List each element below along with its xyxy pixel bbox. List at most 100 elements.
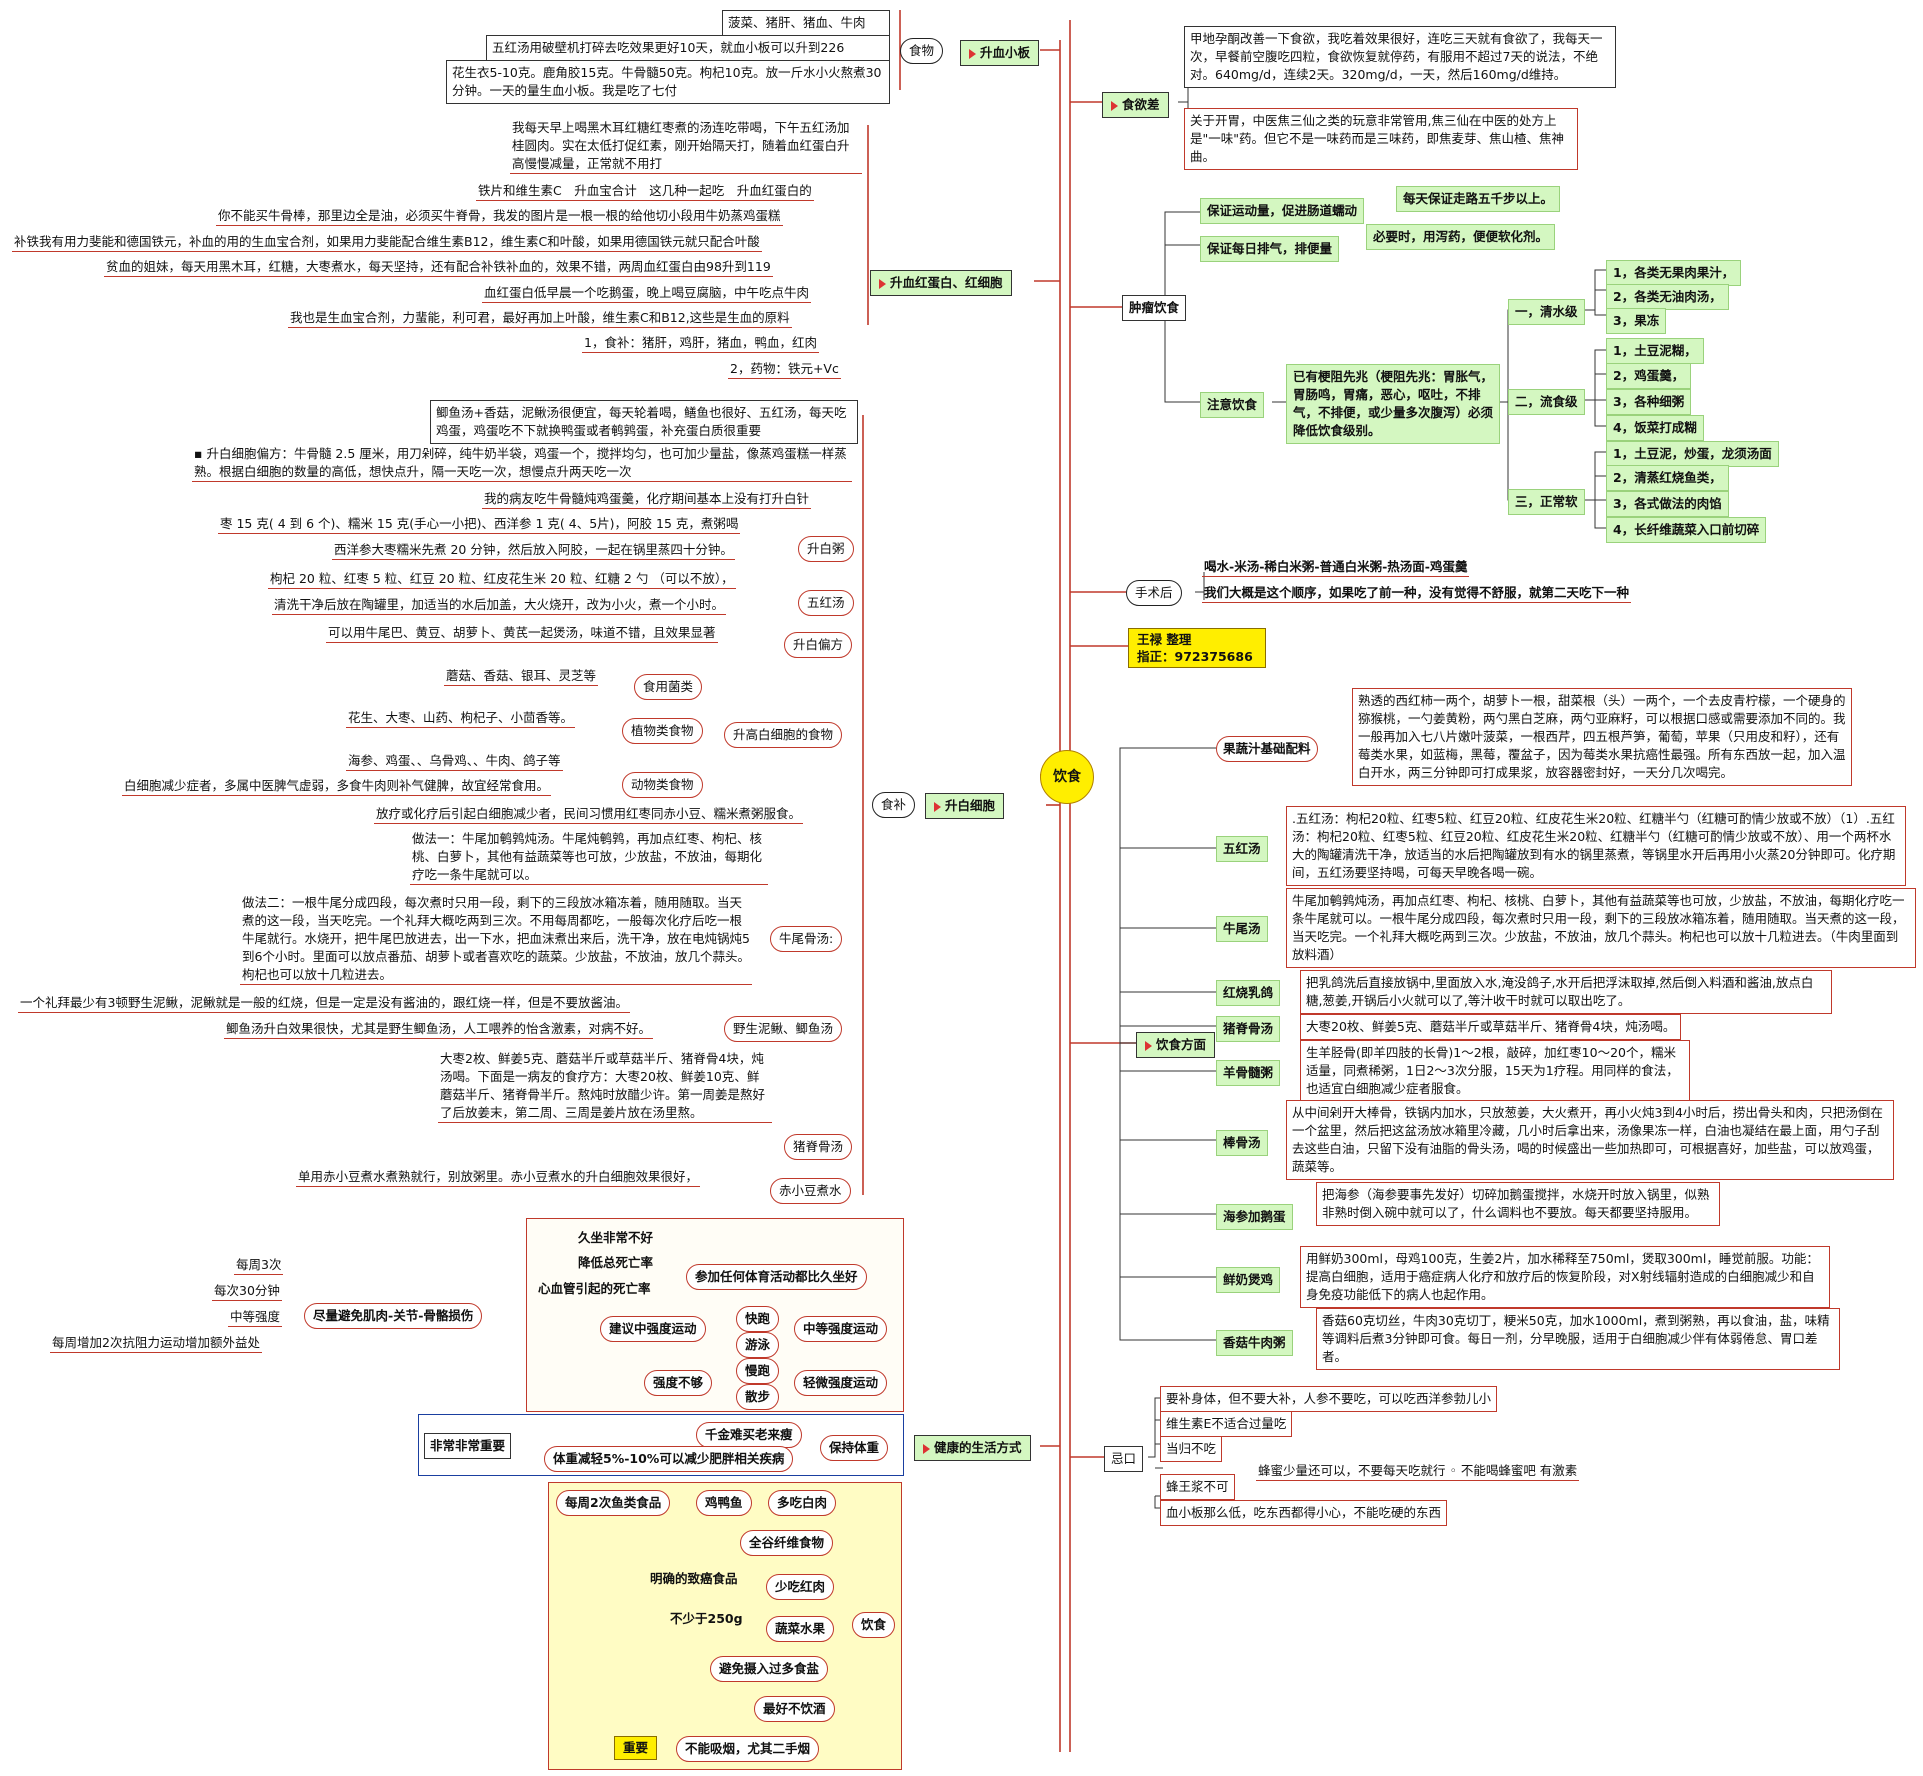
tumor-level-1[interactable]: 一，清水级 — [1508, 299, 1585, 325]
recipe-label[interactable]: 红烧乳鸽 — [1216, 980, 1281, 1006]
appetite-item: 甲地孕酮改善一下食欲，我吃着效果很好，连吃三天就有食欲了，我每天一次，早餐前空腹… — [1184, 26, 1616, 88]
whitecell-patient: 我的病友吃牛骨髓炖鸡蛋羹，化疗期间基本上没有打升白针 — [482, 490, 812, 509]
redcell-item: 我每天早上喝黑木耳红糖红枣煮的汤连吃带喝，下午五红汤加桂圆肉。实在太低打促红素，… — [510, 119, 862, 174]
topic-tumor[interactable]: 肿瘤饮食 — [1122, 295, 1187, 321]
center-topic[interactable]: 饮食 — [1040, 750, 1094, 804]
topic-surgery-label: 手术后 — [1135, 585, 1173, 600]
recipe-label[interactable]: 牛尾汤 — [1216, 916, 1268, 942]
whitecell-spine-text: 大枣2枚、鲜姜5克、蘑菇半斤或草菇半斤、猪脊骨4块，炖汤喝。下面是一病友的食疗方… — [438, 1050, 772, 1123]
topic-platelet[interactable]: 升血小板 — [960, 40, 1040, 66]
exercise-any[interactable]: 参加任何体育活动都比久坐好 — [686, 1264, 867, 1290]
topic-red-cell[interactable]: 升血红蛋白、红细胞 — [870, 270, 1012, 296]
topic-red-cell-label: 升血红蛋白、红细胞 — [890, 275, 1003, 290]
whitecell-fungi-text: 蘑菇、香菇、银耳、灵芝等 — [444, 667, 599, 686]
exercise-light-reco-label: 强度不够 — [653, 1375, 704, 1390]
redcell-item: 2，药物：铁元+Vc — [728, 360, 841, 379]
tumor-level-item: 3，各式做法的肉馅 — [1606, 491, 1729, 517]
exercise-moderate-reco[interactable]: 建议中强度运动 — [600, 1316, 706, 1342]
topic-lifestyle[interactable]: 健康的生活方式 — [914, 1435, 1031, 1461]
topic-appetite-label: 食欲差 — [1122, 97, 1160, 112]
tumor-level-item: 2，清蒸红烧鱼类， — [1606, 465, 1729, 491]
exercise-root[interactable]: 尽量避免肌肉-关节-骨骼损伤 — [304, 1303, 483, 1329]
whitecell-animal[interactable]: 动物类食物 — [622, 772, 703, 798]
lifestyle-diet-label[interactable]: 饮食 — [852, 1612, 896, 1638]
topic-platelet-label: 升血小板 — [980, 45, 1031, 60]
recipe-label[interactable]: 果蔬汁基础配料 — [1216, 736, 1318, 762]
topic-white-cell[interactable]: 升白细胞 — [925, 793, 1005, 819]
platelet-food-node[interactable]: 食物 — [900, 38, 944, 64]
center-label: 饮食 — [1053, 769, 1081, 785]
contact-badge: 王禄 整理指正：972375686 — [1128, 628, 1266, 668]
whitecell-foods[interactable]: 升高白细胞的食物 — [724, 722, 843, 748]
whitecell-fungi[interactable]: 食用菌类 — [634, 674, 703, 700]
platelet-food-label: 食物 — [909, 43, 935, 58]
whitecell-plant[interactable]: 植物类食物 — [622, 718, 703, 744]
tumor-level-item: 1，土豆泥，炒蛋，龙须汤面 — [1606, 441, 1779, 467]
recipe-label[interactable]: 猪脊骨汤 — [1216, 1016, 1281, 1042]
tumor-rule-label: 保证运动量，促进肠道蠕动 — [1200, 198, 1365, 224]
whitecell-congee-item: 西洋参大枣糯米先煮 20 分钟，然后放入阿胶，一起在锅里蒸四十分钟。 — [332, 541, 735, 560]
recipe-label[interactable]: 棒骨汤 — [1216, 1130, 1268, 1156]
exercise-left: 中等强度 — [228, 1308, 283, 1327]
exercise-benefit: 心血管引起的死亡率 — [538, 1281, 651, 1296]
whitecell-spine[interactable]: 猪脊骨汤 — [784, 1134, 853, 1160]
exercise-light-reco[interactable]: 强度不够 — [644, 1370, 713, 1396]
avoid-item: 维生素E不适合过量吃 — [1160, 1411, 1293, 1437]
exercise-swim: 游泳 — [745, 1337, 771, 1352]
exercise-light-item[interactable]: 散步 — [736, 1384, 780, 1410]
recipe-text: 把海参（海参要事先发好）切碎加鹅蛋搅拌，水烧开时放入锅里，似熟非熟时倒入碗中就可… — [1316, 1182, 1720, 1226]
tumor-level-2[interactable]: 二，流食级 — [1508, 389, 1585, 415]
recipe-text: 熟透的西红柿一两个，胡萝卜一根，甜菜根（头）一两个，一个去皮青柠檬，一个硬身的猕… — [1352, 688, 1852, 786]
topic-lifestyle-label: 健康的生活方式 — [934, 1440, 1022, 1455]
exercise-moderate-item[interactable]: 游泳 — [736, 1332, 780, 1358]
diet-item: 全谷纤维食物 — [740, 1530, 834, 1556]
tumor-level-3[interactable]: 三，正常软 — [1508, 489, 1585, 515]
recipe-text: 把乳鸽洗后直接放锅中,里面放入水,淹没鸽子,水开后把浮沫取掉,然后倒入料酒和酱油… — [1300, 970, 1832, 1014]
whitecell-loach[interactable]: 野生泥鳅、鲫鱼汤 — [724, 1016, 843, 1042]
exercise-moderate-item[interactable]: 快跑 — [736, 1306, 780, 1332]
redcell-item: 铁片和维生素C 升血宝合计 这几种一起吃 升血红蛋白的 — [476, 182, 814, 201]
whitecell-congee[interactable]: 升白粥 — [798, 536, 854, 562]
tumor-notice[interactable]: 注意饮食 — [1200, 392, 1265, 418]
exercise-moderate-label[interactable]: 中等强度运动 — [794, 1316, 888, 1342]
topic-avoid[interactable]: 忌口 — [1104, 1446, 1144, 1472]
whitecell-pianfang-label: 升白偏方 — [793, 637, 844, 652]
topic-appetite[interactable]: 食欲差 — [1102, 92, 1169, 118]
whitecell-folk: 放疗或化疗后引起白细胞减少者，民间习惯用红枣同赤小豆、糯米煮粥服食。 — [374, 805, 804, 824]
recipe-text: 香菇60克切丝，牛肉30克切丁，粳米50克，加水1000ml，煮到粥熟，再以食油… — [1316, 1308, 1840, 1370]
tumor-level-item: 4，饭菜打成糊 — [1606, 415, 1704, 441]
whitecell-oxtail[interactable]: 牛尾骨汤: — [770, 926, 843, 952]
redcell-item: 血红蛋白低早晨一个吃鹅蛋，晚上喝豆腐脑，中午吃点牛肉 — [482, 284, 812, 303]
exercise-moderate-reco-label: 建议中强度运动 — [609, 1321, 697, 1336]
whitecell-spine-label: 猪脊骨汤 — [793, 1139, 844, 1154]
exercise-walk: 散步 — [745, 1389, 771, 1404]
whitecell-adzuki-text: 单用赤小豆煮水煮熟就行，别放粥里。赤小豆煮水的升白细胞效果很好， — [296, 1168, 701, 1187]
recipe-text: 从中间剁开大棒骨，铁锅内加水，只放葱姜，大火煮开，再小火炖3到4小时后，捞出骨头… — [1286, 1100, 1894, 1180]
whitecell-wuhong-item: 枸杞 20 粒、红枣 5 粒、红豆 20 粒、红皮花生米 20 粒、红糖 2 勺… — [268, 570, 736, 589]
whitecell-oxtail-method1: 做法一：牛尾加鹌鹑炖汤。牛尾炖鹌鹑，再加点红枣、枸杞、核桃、白萝卜，其他有益蔬菜… — [410, 830, 768, 885]
whitecell-adzuki[interactable]: 赤小豆煮水 — [770, 1178, 851, 1204]
recipe-label[interactable]: 五红汤 — [1216, 836, 1268, 862]
whitecell-food-node[interactable]: 食补 — [872, 792, 916, 818]
avoid-item: 当归不吃 — [1160, 1436, 1223, 1462]
exercise-light-item[interactable]: 慢跑 — [736, 1358, 780, 1384]
tumor-level-item: 2，鸡蛋羹， — [1606, 363, 1692, 389]
exercise-light-label[interactable]: 轻微强度运动 — [794, 1370, 888, 1396]
diet-item: 避免摄入过多食盐 — [710, 1656, 829, 1682]
topic-surgery[interactable]: 手术后 — [1126, 580, 1182, 606]
whitecell-animal-item: 海参、鸡蛋、、乌骨鸡、、牛肉、鸽子等 — [346, 752, 563, 771]
whitecell-wuhong[interactable]: 五红汤 — [798, 590, 854, 616]
appetite-item: 关于开胃，中医焦三仙之类的玩意非常管用,焦三仙在中医的处方上是"一味"药。但它不… — [1184, 108, 1578, 170]
recipe-label[interactable]: 海参加鹅蛋 — [1216, 1204, 1293, 1230]
tumor-level-item: 1，土豆泥糊， — [1606, 338, 1704, 364]
recipe-label[interactable]: 香菇牛肉粥 — [1216, 1330, 1293, 1356]
diet-item: 不能吸烟，尤其二手烟 — [676, 1736, 820, 1762]
recipe-label[interactable]: 羊骨髓粥 — [1216, 1060, 1281, 1086]
whitecell-pianfang[interactable]: 升白偏方 — [784, 632, 853, 658]
topic-avoid-label: 忌口 — [1111, 1451, 1137, 1466]
whitecell-congee-item: 枣 15 克( 4 到 6 个)、糯米 15 克(手心一小把)、西洋参 1 克(… — [218, 515, 741, 534]
recipe-label[interactable]: 鲜奶煲鸡 — [1216, 1267, 1281, 1293]
weight-label[interactable]: 保持体重 — [820, 1435, 889, 1461]
tumor-level-item: 4，长纤维蔬菜入口前切碎 — [1606, 517, 1767, 543]
topic-recipes[interactable]: 饮食方面 — [1136, 1032, 1216, 1058]
